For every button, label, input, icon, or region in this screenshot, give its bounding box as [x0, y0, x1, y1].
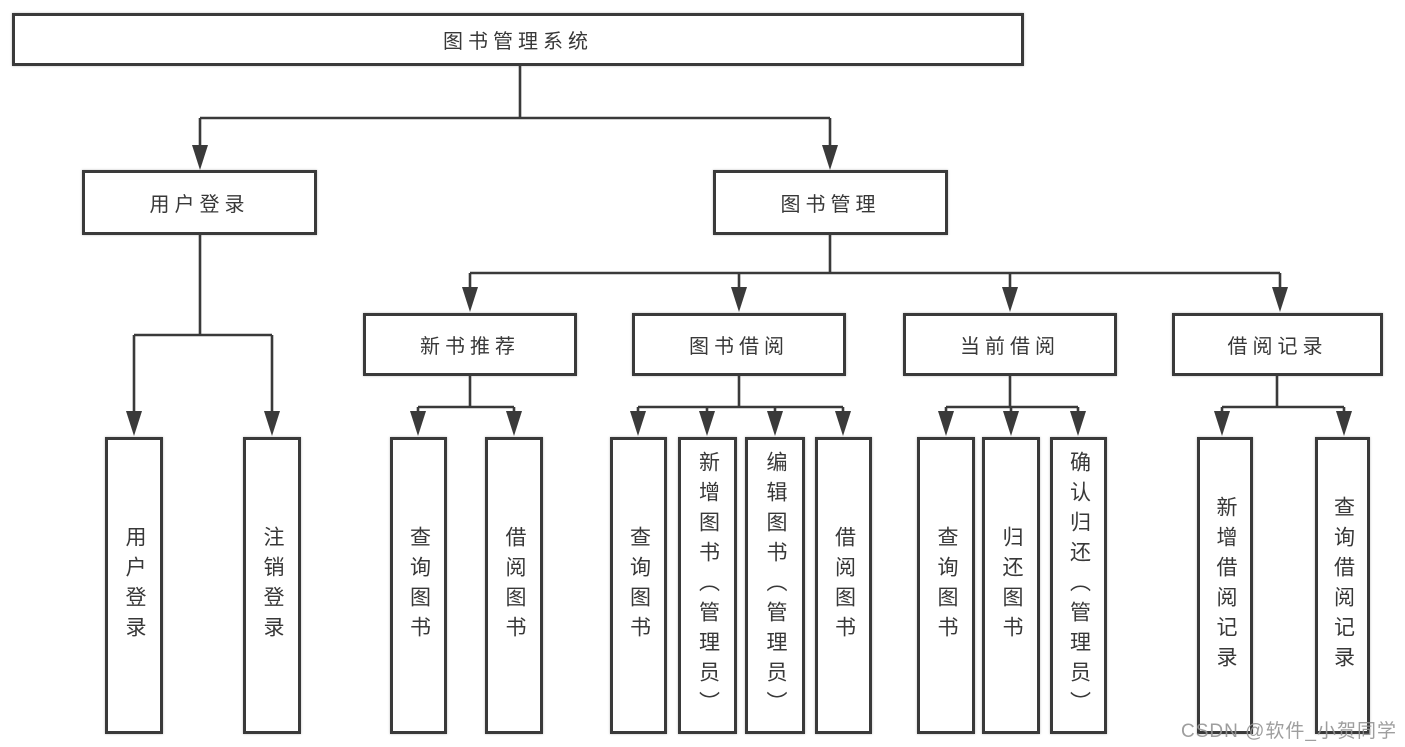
leaf-confirm-return-admin: 确认归还（管理员） [1050, 437, 1107, 734]
leaf-add-books-admin: 新增图书（管理员） [678, 437, 737, 734]
leaf-edit-books-admin: 编辑图书（管理员） [745, 437, 805, 734]
node-label: 借阅图书 [503, 525, 526, 646]
node-label: 注销登录 [261, 525, 284, 646]
node-label: 确认归还（管理员） [1067, 450, 1091, 721]
node-label: 图书管理 [780, 194, 881, 216]
node-new-book-recommend: 新书推荐 [363, 313, 577, 376]
node-label: 新增图书（管理员） [696, 450, 720, 721]
node-label: 用户登录 [123, 525, 146, 646]
node-label: 用户登录 [149, 194, 250, 216]
node-user-login: 用户登录 [82, 170, 317, 235]
leaf-search-books-borrow: 查询图书 [610, 437, 667, 734]
leaf-search-borrow-record: 查询借阅记录 [1315, 437, 1370, 734]
node-label: 新增借阅记录 [1214, 495, 1237, 676]
node-label: 借阅图书 [832, 525, 856, 646]
leaf-return-books: 归还图书 [982, 437, 1040, 734]
node-label: 归还图书 [1000, 525, 1023, 646]
node-label: 新书推荐 [420, 336, 520, 358]
node-label: 图书管理系统 [443, 31, 593, 53]
leaf-search-books-current: 查询图书 [917, 437, 975, 734]
node-label: 查询借阅记录 [1331, 495, 1355, 676]
node-label: 当前借阅 [960, 336, 1060, 358]
leaf-add-borrow-record: 新增借阅记录 [1197, 437, 1253, 734]
node-label: 图书借阅 [689, 336, 789, 358]
leaf-search-books-recommend: 查询图书 [390, 437, 447, 734]
csdn-watermark: CSDN @软件_小贺同学 [1181, 721, 1397, 742]
node-label: 查询图书 [935, 525, 958, 646]
node-borrow-records: 借阅记录 [1172, 313, 1383, 376]
leaf-borrow-books: 借阅图书 [815, 437, 872, 734]
node-label: 查询图书 [627, 525, 651, 646]
leaf-user-login: 用户登录 [105, 437, 163, 734]
node-library-management-system: 图书管理系统 [12, 13, 1024, 66]
leaf-borrow-books-recommend: 借阅图书 [485, 437, 543, 734]
node-current-borrow: 当前借阅 [903, 313, 1117, 376]
node-label: 借阅记录 [1227, 336, 1328, 358]
leaf-logout: 注销登录 [243, 437, 301, 734]
node-book-management: 图书管理 [713, 170, 948, 235]
node-label: 编辑图书（管理员） [764, 450, 787, 721]
node-book-borrow: 图书借阅 [632, 313, 846, 376]
node-label: 查询图书 [407, 525, 431, 646]
